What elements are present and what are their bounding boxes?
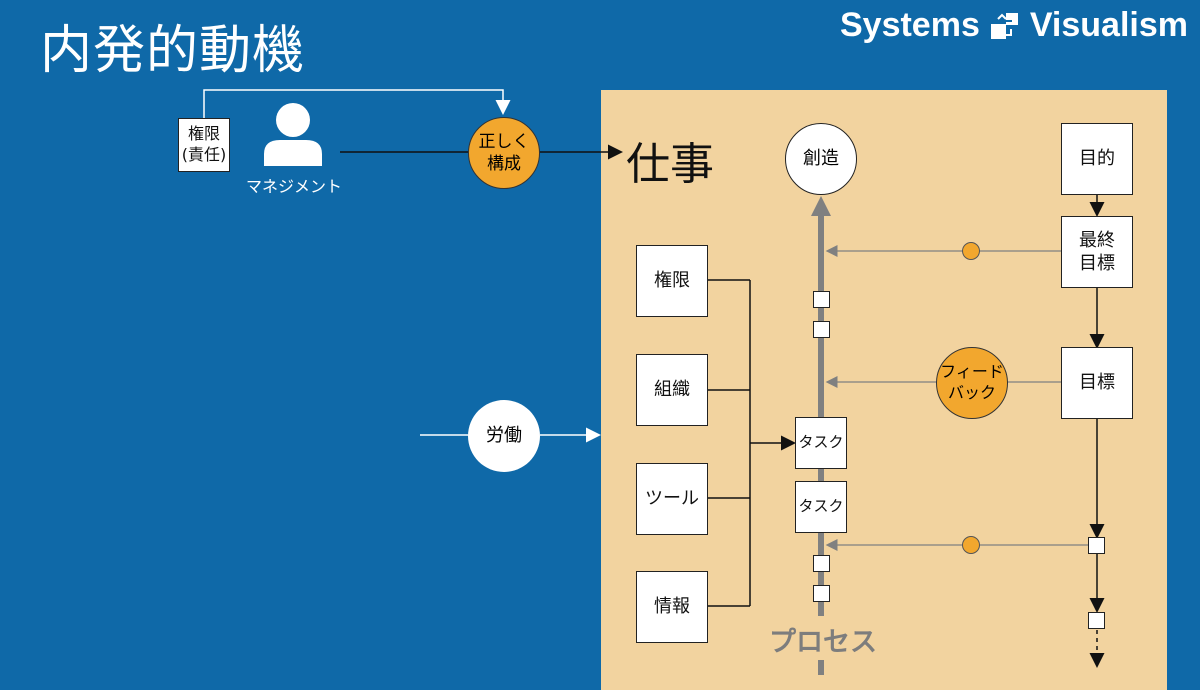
goal-label: 目標 [1079, 372, 1115, 394]
process-label: プロセス [769, 627, 877, 658]
task-box: タスク [795, 481, 847, 533]
creation-circle: 創造 [785, 123, 857, 195]
input-information-box: 情報 [636, 571, 708, 643]
brand-left: Systems [839, 6, 980, 44]
feedback-dot [962, 242, 980, 260]
input-authority-box: 権限 [636, 245, 708, 317]
brand-logo: Systems Visualism [840, 6, 1188, 45]
management-label: マネジメント [246, 177, 343, 196]
feedback-circle: フィード バック [936, 347, 1008, 419]
purpose-label: 目的 [1079, 148, 1115, 170]
final-goal-label: 最終 目標 [1079, 229, 1115, 274]
task-label: タスク [798, 433, 844, 452]
goal-step-square [1088, 612, 1105, 629]
labor-circle: 労働 [468, 400, 540, 472]
process-step-square [813, 555, 830, 572]
correctly-structure-label: 正しく 構成 [478, 131, 530, 174]
input-authority-label: 権限 [654, 270, 690, 292]
brand-right: Visualism [1029, 6, 1188, 44]
feedback-dot [962, 536, 980, 554]
authority-responsibility-box: 権限 (責任) [178, 118, 230, 172]
manager-person-icon [264, 103, 322, 166]
input-tools-label: ツール [645, 488, 699, 510]
process-step-square [813, 291, 830, 308]
input-information-label: 情報 [654, 596, 690, 618]
work-label: 仕事 [626, 139, 714, 190]
creation-label: 創造 [803, 148, 839, 170]
input-organization-label: 組織 [654, 379, 690, 401]
feedback-label: フィード バック [940, 362, 1004, 402]
purpose-box: 目的 [1061, 123, 1133, 195]
final-goal-box: 最終 目標 [1061, 216, 1133, 288]
connector-lines [203, 89, 1105, 675]
process-step-square [813, 321, 830, 338]
input-organization-box: 組織 [636, 354, 708, 426]
goal-box: 目標 [1061, 347, 1133, 419]
page-title: 内発的動機 [40, 21, 306, 81]
task-box: タスク [795, 417, 847, 469]
authority-responsibility-label: 権限 (責任) [181, 124, 227, 164]
process-step-square [813, 585, 830, 602]
goal-step-square [1088, 537, 1105, 554]
input-tools-box: ツール [636, 463, 708, 535]
correctly-structure-circle: 正しく 構成 [468, 117, 540, 189]
systems-visualism-logo-icon [990, 12, 1018, 39]
task-label: タスク [798, 497, 844, 516]
labor-label: 労働 [486, 425, 522, 447]
